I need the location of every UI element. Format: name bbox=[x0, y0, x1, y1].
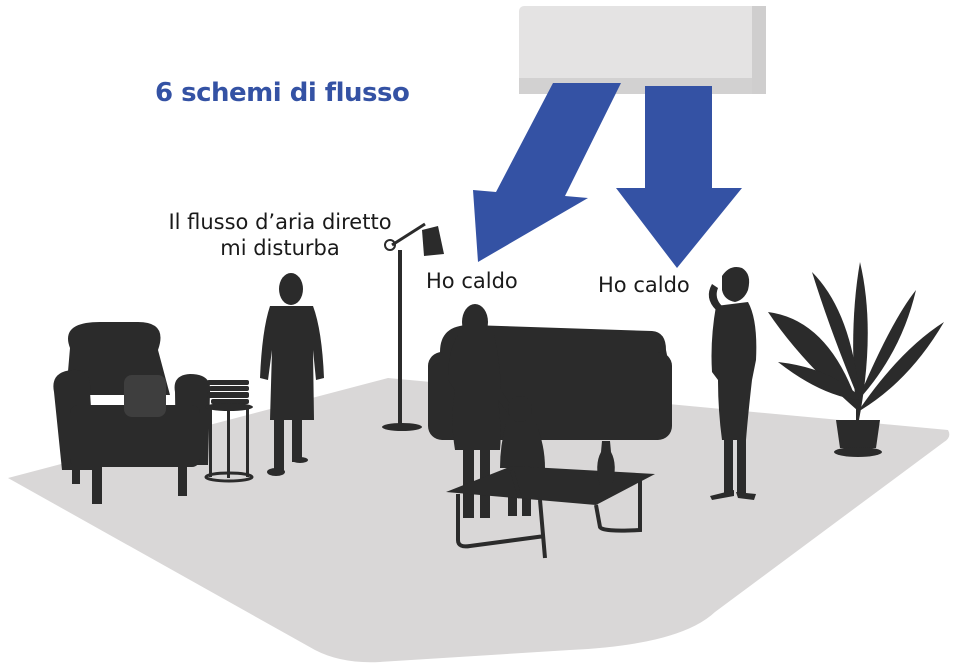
armchair-icon bbox=[53, 322, 211, 504]
annotation-line: mi disturba bbox=[220, 236, 340, 260]
annotation-draft-complaint: Il flusso d’aria diretto mi disturba bbox=[155, 209, 405, 261]
person-icon bbox=[708, 267, 757, 500]
annotation-hot-middle: Ho caldo bbox=[426, 269, 518, 293]
annotation-line: Il flusso d’aria diretto bbox=[168, 210, 392, 234]
page-title: 6 schemi di flusso bbox=[155, 78, 410, 108]
vase-icon bbox=[597, 441, 615, 485]
side-table-icon bbox=[204, 380, 254, 483]
air-conditioner-icon bbox=[519, 6, 766, 94]
floor-lamp-icon bbox=[382, 222, 444, 431]
plant-icon bbox=[768, 262, 944, 457]
annotation-hot-right: Ho caldo bbox=[598, 273, 690, 297]
airflow-arrow-icon bbox=[473, 83, 742, 268]
floor bbox=[8, 378, 950, 663]
person-icon bbox=[260, 273, 324, 476]
